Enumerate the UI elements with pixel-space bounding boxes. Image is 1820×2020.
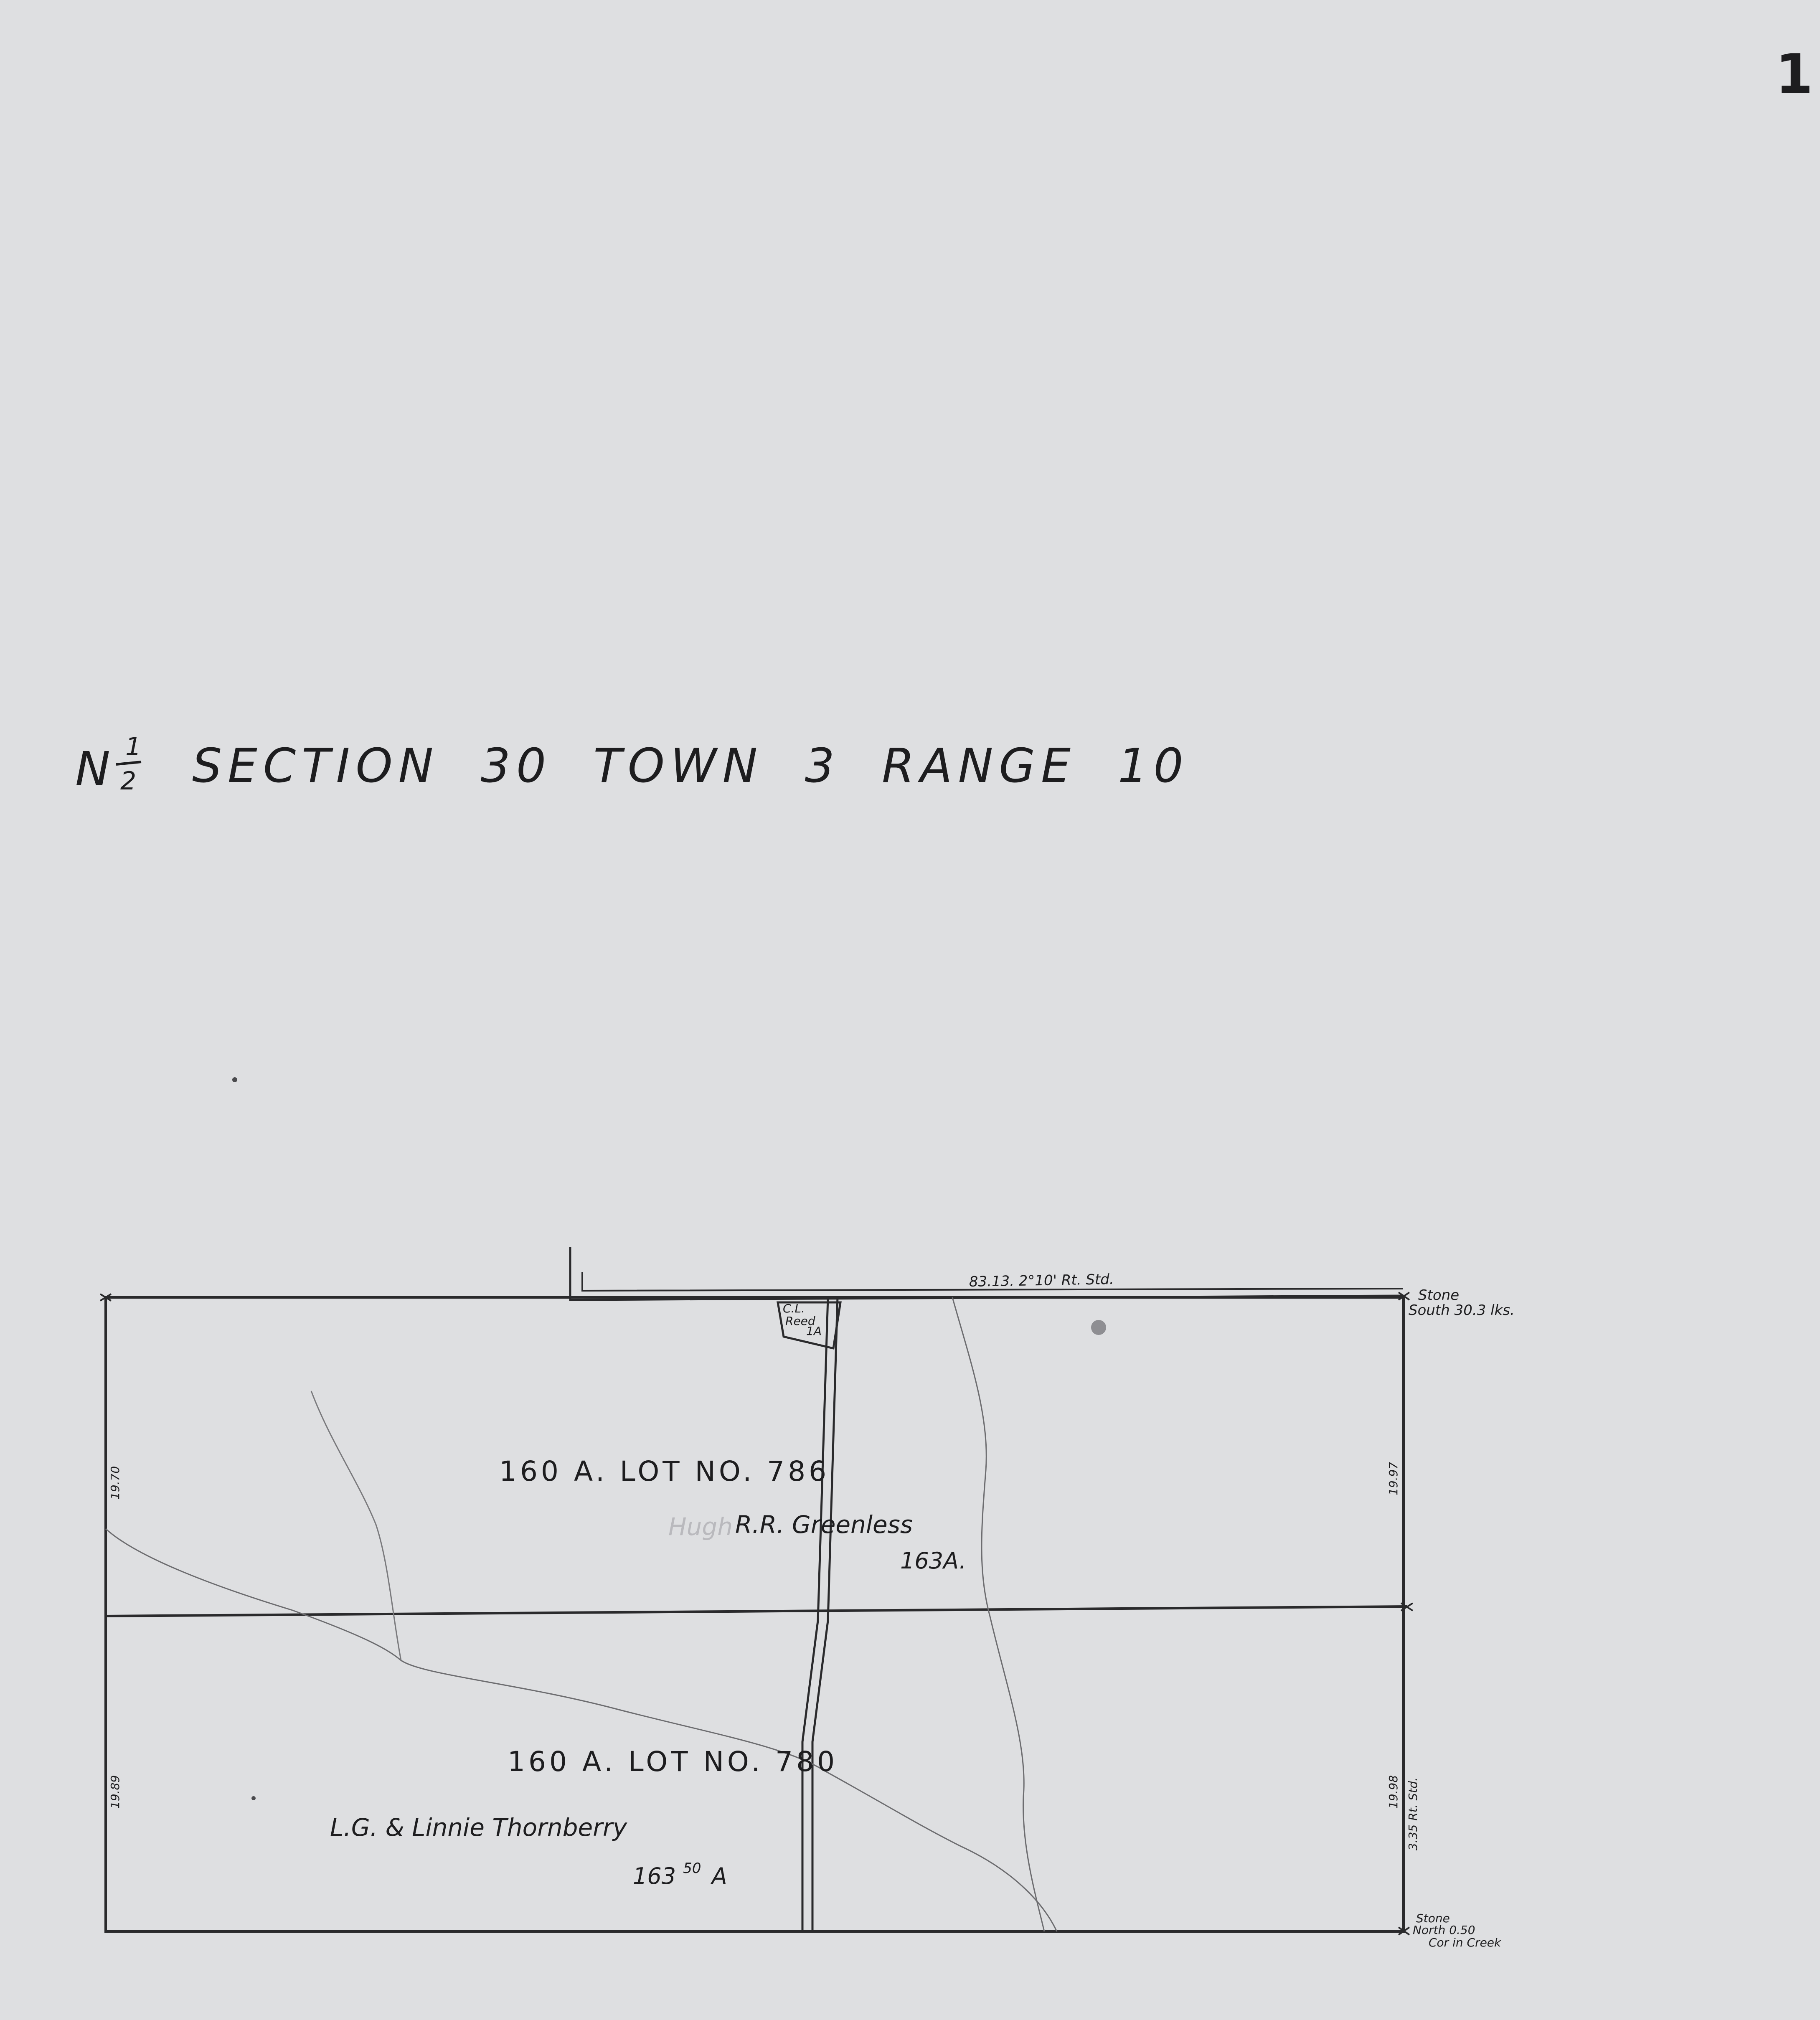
east-upper-distance: 19.97 (1386, 1462, 1400, 1495)
title-fraction-denominator: 2 (120, 766, 136, 796)
se-corner-note-line1: Stone (1416, 1911, 1450, 1925)
lot-786-label: 160 A. LOT NO. 786 (499, 1455, 830, 1487)
lot-780-acres-main: 163 (633, 1863, 676, 1889)
reed-parcel (777, 1301, 842, 1350)
ne-corner-note-line2: South 30.3 lks. (1409, 1302, 1515, 1319)
se-corner-note-line2: North 0.50 (1413, 1923, 1475, 1937)
reed-parcel-name-line1: C.L. (783, 1302, 805, 1315)
map-title: N 1 2 SECTION 30 TOWN 3 RANGE 10 (75, 732, 1189, 797)
survey-annotations: 83.13. 2°10' Rt. Std. Stone South 30.3 l… (108, 1271, 1515, 1949)
lot-division-line (105, 1605, 1407, 1617)
se-corner-note-line3: Cor in Creek (1429, 1936, 1502, 1949)
corner-markers (99, 1292, 1414, 1936)
survey-lines (99, 1247, 1414, 1936)
section-boundary (104, 1296, 1405, 1933)
lot-780: 160 A. LOT NO. 780 L.G. & Linnie Thornbe… (330, 1746, 838, 1889)
lot-780-acres-unit: A (711, 1863, 727, 1889)
east-lower-distance: 19.98 (1386, 1775, 1400, 1809)
title-fraction-bar (116, 761, 142, 766)
lot-780-acres: 163 50 A (633, 1852, 727, 1889)
corner-mark-e (1400, 1602, 1414, 1611)
reed-parcel-acres: 1A (806, 1324, 822, 1338)
lot-780-owner: L.G. & Linnie Thornberry (330, 1813, 627, 1842)
reed-parcel-name-line2: Reed (785, 1314, 815, 1328)
title-fraction-numerator: 1 (125, 732, 141, 761)
creek-west-branch (310, 1391, 402, 1661)
ns-road-west (801, 1297, 829, 1931)
ns-road-east (811, 1297, 839, 1931)
creek-east (952, 1297, 1045, 1932)
north-road-inner (581, 1272, 1403, 1292)
title-prefix: N (75, 742, 116, 797)
corner-mark-ne (1398, 1292, 1410, 1301)
top-line-bearing: 83.13. 2°10' Rt. Std. (969, 1271, 1114, 1290)
corner-mark-se (1398, 1926, 1410, 1936)
scan-speck (1091, 1320, 1106, 1335)
east-lower-std-note: 3.35 Rt. Std. (1406, 1777, 1420, 1850)
north-road-outer (569, 1247, 1404, 1301)
lot-780-acres-sup: 50 (683, 1860, 701, 1877)
lot-780-label: 160 A. LOT NO. 780 (508, 1746, 838, 1778)
lot-786-owner: R.R. Greenless (735, 1510, 913, 1539)
lot-786-acres: 163A. (900, 1548, 966, 1574)
title-main: SECTION 30 TOWN 3 RANGE 10 (192, 739, 1189, 793)
scan-speck (251, 1796, 256, 1800)
corner-mark-nw (99, 1293, 112, 1302)
lot-786-owner-faded: Hugh (668, 1512, 733, 1541)
west-lower-distance: 19.89 (108, 1775, 122, 1809)
ne-corner-note-line1: Stone (1418, 1287, 1459, 1304)
scan-speck (232, 1077, 237, 1082)
creek-west (105, 1528, 1058, 1932)
lot-786: 160 A. LOT NO. 786 Hugh R.R. Greenless 1… (499, 1455, 966, 1574)
page-number: 1 (1775, 42, 1813, 106)
west-upper-distance: 19.70 (108, 1466, 122, 1500)
reed-parcel-labels: C.L. Reed 1A (783, 1302, 822, 1338)
